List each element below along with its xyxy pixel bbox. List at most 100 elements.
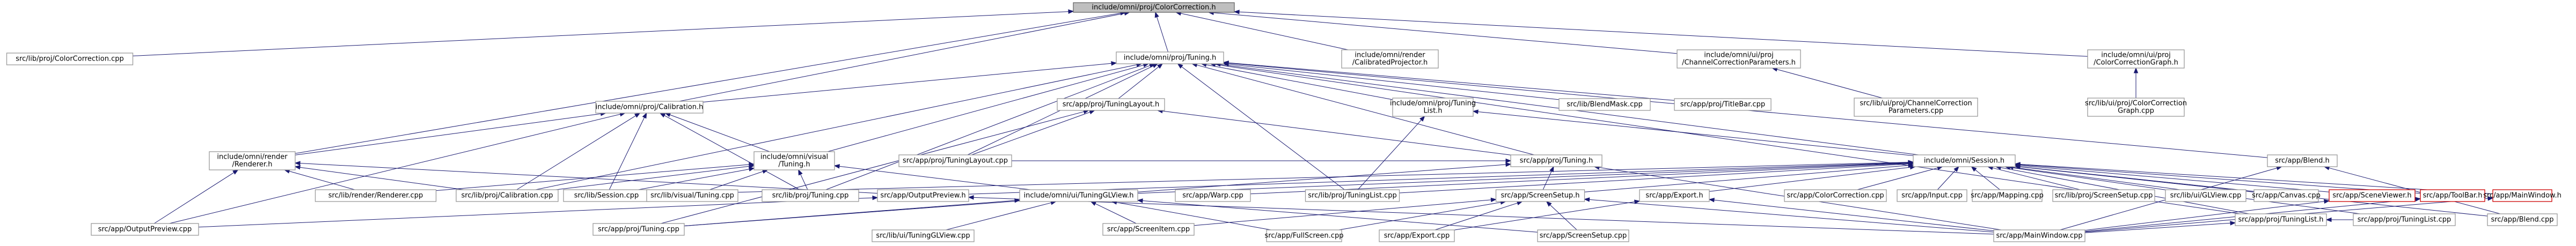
node-blendmask[interactable]: src/lib/BlendMask.cpp [1558,98,1651,111]
arrowhead-icon [968,195,974,200]
node-tlayout-cpp[interactable]: src/app/proj/TuningLayout.cpp [898,154,1012,167]
node-app-tlist-h[interactable]: src/app/proj/TuningList.h [2235,213,2327,226]
node-mapping[interactable]: src/app/Mapping.cpp [1971,189,2044,202]
edge-line [609,117,645,190]
node-glview[interactable]: src/lib/ui/GLView.cpp [2165,189,2246,202]
arrowhead-icon [1971,166,1977,172]
node-fullscreen[interactable]: src/app/FullScreen.cpp [1265,229,1344,242]
arrowhead-icon [2487,196,2494,201]
node-label: src/app/Mapping.cpp [1971,192,2044,200]
node-calib-h[interactable]: include/omni/proj/Calibration.h [595,101,704,114]
arrowhead-icon [1953,166,1959,172]
node-canvas[interactable]: src/app/Canvas.cpp [2252,189,2321,202]
edge-line [1857,167,1938,190]
node-label: /ChannelCorrectionParameters.h [1682,59,1796,67]
node-titlebar[interactable]: src/app/proj/TitleBar.cpp [1674,98,1772,111]
node-tglview-h[interactable]: include/omni/ui/TuningGLView.h [1019,189,1138,202]
edge-line [1542,170,1552,190]
dependency-edge [825,63,1155,190]
node-box [1102,223,1195,236]
node-visual-h[interactable]: include/omni/visual/Tuning.h [753,151,835,170]
node-screenitem[interactable]: src/app/ScreenItem.cpp [1102,223,1195,236]
dependency-edge [1154,11,1168,53]
arrowhead-icon [232,169,239,175]
node-outprev-cpp[interactable]: src/app/OutputPreview.cpp [91,223,199,236]
edge-line [946,202,1051,230]
node-lib-tlist[interactable]: src/lib/proj/TuningList.cpp [1305,189,1400,202]
node-lib-calib[interactable]: src/lib/proj/Calibration.cpp [456,189,559,202]
edge-line [679,13,1125,102]
node-app-tlist-cpp[interactable]: src/app/proj/TuningList.cpp [2353,213,2456,226]
node-label: src/app/MainWindow.cpp [1996,232,2082,240]
node-ui-tglview-cpp[interactable]: src/lib/ui/TuningGLView.cpp [872,229,975,242]
node-mainwindow-cpp[interactable]: src/app/MainWindow.cpp [1993,229,2085,242]
edge-line [436,164,750,191]
node-toolbar-h[interactable]: src/app/ToolBar.h [2420,189,2485,202]
node-screensetup-cpp[interactable]: src/app/ScreenSetup.cpp [1537,229,1629,242]
node-input[interactable]: src/app/Input.cpp [1897,189,1967,202]
arrowhead-icon [1546,201,1552,207]
node-screensetup-h[interactable]: src/app/ScreenSetup.h [1495,189,1585,202]
node-renderer-h[interactable]: include/omni/render/Renderer.h [209,151,296,170]
node-box [1266,229,1342,242]
node-colorcorr[interactable]: src/app/ColorCorrection.cpp [1784,189,1887,202]
node-lib-cc[interactable]: src/lib/proj/ColorCorrection.cpp [6,53,134,65]
arrowhead-icon [1154,11,1159,18]
node-export-cpp[interactable]: src/app/Export.cpp [1379,229,1455,242]
edge-line [289,170,355,190]
node-label: src/app/ScreenSetup.cpp [1540,232,1627,240]
node-label: src/app/MainWindow.h [2483,192,2562,200]
node-label: src/app/proj/Tuning.cpp [598,226,679,234]
arrowhead-icon [1584,197,1590,202]
node-box [1854,98,1978,117]
node-cc-h[interactable]: include/omni/proj/ColorCorrection.h [1073,2,1235,13]
node-ccg-h[interactable]: include/omni/ui/proj/ColorCorrectionGrap… [2087,49,2185,69]
edge-line [516,115,636,190]
node-lib-vtuning[interactable]: src/lib/visual/Tuning.cpp [646,189,738,202]
node-render-cpp[interactable]: src/lib/render/Renderer.cpp [314,189,437,202]
arrowhead-icon [749,164,755,169]
node-lib-screensetup[interactable]: src/lib/proj/ScreenSetup.cpp [2052,189,2155,202]
arrowhead-icon [1549,166,1554,173]
dependency-edge [1709,165,1916,192]
node-label: src/lib/BlendMask.cpp [1567,101,1643,109]
node-box [2487,213,2558,226]
dependency-edge [1546,201,1577,230]
node-app-tuning-h[interactable]: src/app/proj/Tuning.h [1510,154,1602,167]
node-tuning-h[interactable]: include/omni/proj/Tuning.h [1116,51,1224,64]
node-label: include/omni/proj/Calibration.h [596,103,704,111]
dependency-edge [649,160,1914,195]
node-ui-ccp-cpp[interactable]: src/lib/ui/proj/ChannelCorrectionParamet… [1854,98,1978,117]
node-mainwindow-h[interactable]: src/app/MainWindow.h [2483,189,2562,202]
node-tlayout-h[interactable]: src/app/proj/TuningLayout.h [1057,98,1165,111]
node-tlist-h[interactable]: include/omni/proj/TuningList.h [1390,98,1476,117]
node-lib-session[interactable]: src/lib/Session.cpp [563,189,650,202]
node-box [1972,189,2043,202]
node-calproj[interactable]: include/omni/render/CalibratedProjector.… [1341,49,1439,69]
edge-line [1228,64,1560,100]
node-app-tuning-cpp[interactable]: src/app/proj/Tuning.cpp [592,223,685,236]
node-blend-cpp[interactable]: src/app/Blend.cpp [2487,213,2558,226]
node-outprev-h[interactable]: src/app/OutputPreview.h [877,189,969,202]
node-label: src/app/proj/TuningList.h [2238,216,2323,224]
dependency-edge [702,61,1117,102]
node-export-h[interactable]: src/app/Export.h [1639,189,1710,202]
node-label: include/omni/proj/Tuning [1390,100,1476,108]
arrowhead-icon [2133,67,2139,73]
edge-line [1338,202,1501,230]
node-lib-tuning[interactable]: src/lib/proj/Tuning.cpp [762,189,859,202]
edge-line [295,113,601,155]
node-box [2052,189,2155,202]
node-sceneviewer-h[interactable]: src/app/SceneViewer.h [2329,189,2416,202]
node-session-h[interactable]: include/omni/Session.h [1913,154,2016,167]
node-label: src/lib/ui/proj/ColorCorrection [2085,100,2187,108]
edge-line [839,166,1031,190]
node-label: include/omni/proj/ColorCorrection.h [1092,4,1216,12]
node-label: src/app/Export.cpp [1384,232,1450,240]
node-ccp-h[interactable]: include/omni/ui/proj/ChannelCorrectionPa… [1677,49,1801,69]
arrowhead-icon [2014,164,2021,169]
node-warp[interactable]: src/app/Warp.cpp [1175,189,1251,202]
node-app-blend-h[interactable]: src/app/Blend.h [2267,154,2338,167]
dependency-edge [1857,166,1943,190]
node-ui-ccg-cpp[interactable]: src/lib/ui/proj/ColorCorrectionGraph.cpp [2085,98,2187,117]
